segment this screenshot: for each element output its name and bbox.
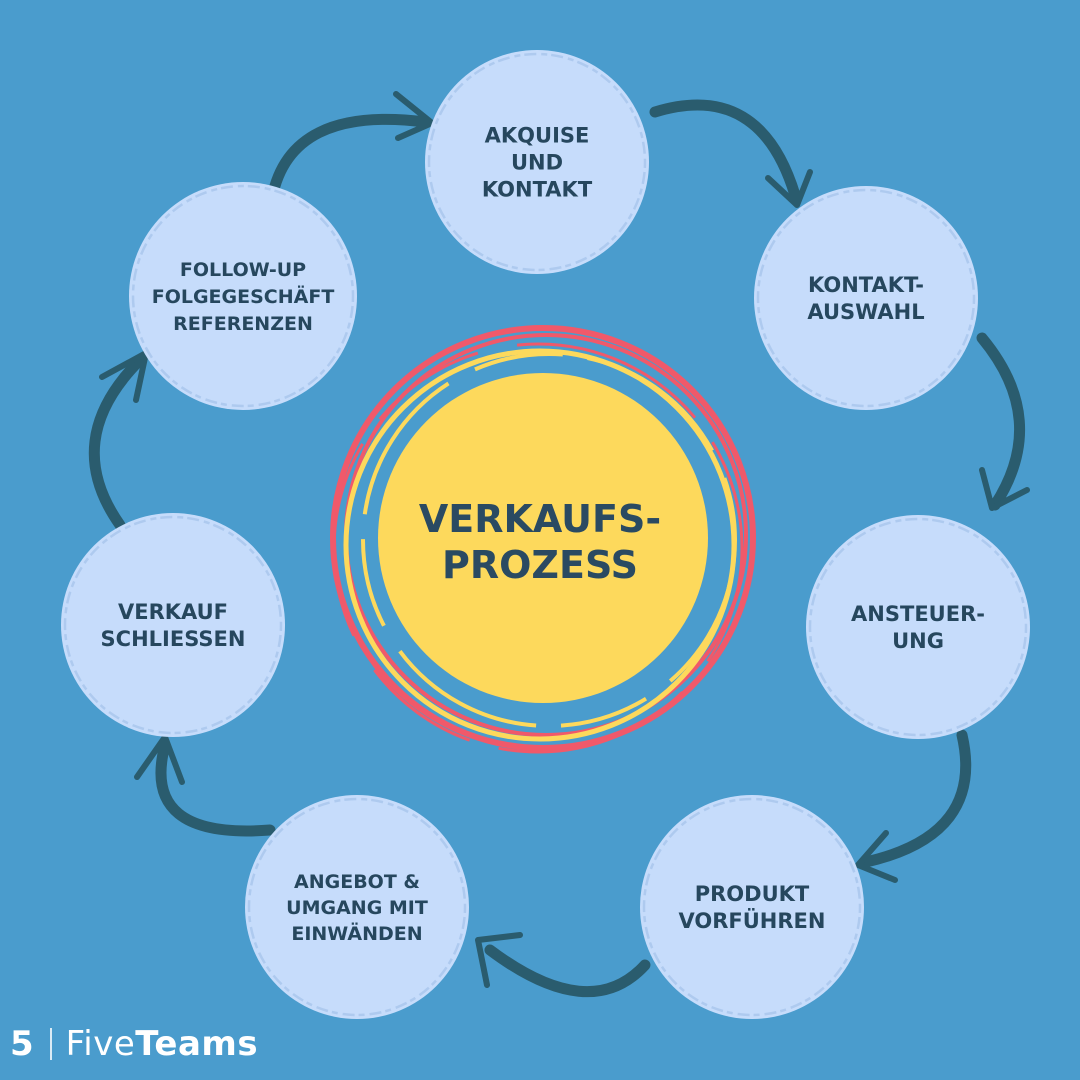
process-steps: AKQUISE UND KONTAKT KONTAKT- AUSWAHL ANSTEUER… xyxy=(61,50,1030,1019)
cycle-arrow-4-head xyxy=(475,932,523,988)
cycle-arrow-1 xyxy=(649,99,801,201)
center-circle xyxy=(378,373,708,703)
step-kontakt-auswahl-circle xyxy=(754,186,978,410)
step-ansteuerung: ANSTEUER- UNG xyxy=(806,515,1030,739)
step-follow-up-label-line-1: FOLLOW-UP xyxy=(180,259,306,281)
cycle-arrow-2-head xyxy=(979,467,1030,511)
step-produkt-vorfuehren-circle xyxy=(640,795,864,1019)
fiveteams-logo: 5 FiveTeams xyxy=(10,1022,258,1066)
cycle-arrow-1-head xyxy=(765,169,813,208)
step-ansteuerung-brush-edge xyxy=(808,517,1028,737)
step-follow-up-label-line-2: FOLGEGESCHÄFT xyxy=(152,284,335,308)
step-akquise-und-kontakt-label-line-1: AKQUISE xyxy=(485,124,590,148)
step-akquise-und-kontakt-circle xyxy=(425,50,649,274)
center-title-line-1: VERKAUFS- xyxy=(419,497,661,541)
step-produkt-vorfuehren-label-line-1: PRODUKT xyxy=(695,882,810,906)
step-follow-up-brush-edge xyxy=(131,184,355,408)
cycle-arrow-5 xyxy=(155,739,276,837)
step-akquise-und-kontakt-brush-edge xyxy=(427,52,647,272)
step-akquise-und-kontakt-label-line-2: UND xyxy=(511,151,563,175)
center-title-line-2: PROZESS xyxy=(442,543,638,587)
step-verkauf-schliessen-brush-edge xyxy=(63,515,283,735)
center-hub: VERKAUFS- PROZESS xyxy=(330,325,756,754)
step-akquise-und-kontakt-label-line-3: KONTAKT xyxy=(482,178,593,202)
center-ring-yellow-inner xyxy=(361,352,737,728)
step-akquise-und-kontakt: AKQUISE UND KONTAKT xyxy=(425,50,649,274)
step-follow-up: FOLLOW-UP FOLGEGESCHÄFT REFERENZEN xyxy=(129,182,357,410)
step-angebot-einwaende-label-line-3: EINWÄNDEN xyxy=(291,921,422,945)
step-kontakt-auswahl-label-line-1: KONTAKT- xyxy=(808,273,924,297)
logo-divider xyxy=(49,1028,52,1060)
logo-word-light: Five xyxy=(65,1024,136,1064)
cycle-arrow-7-head xyxy=(393,91,435,141)
step-verkauf-schliessen-label-line-2: SCHLIESSEN xyxy=(101,627,246,651)
cycle-arrow-6 xyxy=(88,354,146,531)
cycle-arrow-5-head xyxy=(134,734,185,785)
step-verkauf-schliessen: VERKAUF SCHLIESSEN xyxy=(61,513,285,737)
step-angebot-einwaende-label-line-2: UMGANG MIT xyxy=(286,897,428,919)
step-verkauf-schliessen-label-line-1: VERKAUF xyxy=(118,600,228,624)
step-kontakt-auswahl-brush-edge xyxy=(756,188,976,408)
cycle-arrow-7 xyxy=(266,113,431,204)
step-ansteuerung-label-line-2: UNG xyxy=(892,629,944,653)
step-produkt-vorfuehren-brush-edge xyxy=(642,797,862,1017)
cycle-arrow-2 xyxy=(976,332,1026,511)
step-follow-up-circle xyxy=(129,182,357,410)
cycle-arrows xyxy=(88,91,1030,998)
step-ansteuerung-label-line-1: ANSTEUER- xyxy=(851,602,985,626)
logo-word-bold: Teams xyxy=(135,1024,259,1064)
step-kontakt-auswahl-label-line-2: AUSWAHL xyxy=(807,300,924,324)
step-angebot-einwaende-brush-edge xyxy=(247,797,467,1017)
step-produkt-vorfuehren-label-line-2: VORFÜHREN xyxy=(679,908,826,933)
step-verkauf-schliessen-circle xyxy=(61,513,285,737)
step-angebot-einwaende-label-line-1: ANGEBOT & xyxy=(294,871,420,893)
cycle-arrow-3-head xyxy=(855,830,898,883)
step-kontakt-auswahl: KONTAKT- AUSWAHL xyxy=(754,186,978,410)
cycle-arrow-4 xyxy=(484,944,651,998)
logo-wordmark: FiveTeams xyxy=(66,1024,258,1064)
center-ring-red-scribble xyxy=(332,342,744,754)
step-angebot-einwaende-circle xyxy=(245,795,469,1019)
step-follow-up-label-line-3: REFERENZEN xyxy=(173,313,313,335)
logo-mark: 5 xyxy=(10,1024,34,1064)
step-ansteuerung-circle xyxy=(806,515,1030,739)
cycle-arrow-3 xyxy=(860,729,972,868)
